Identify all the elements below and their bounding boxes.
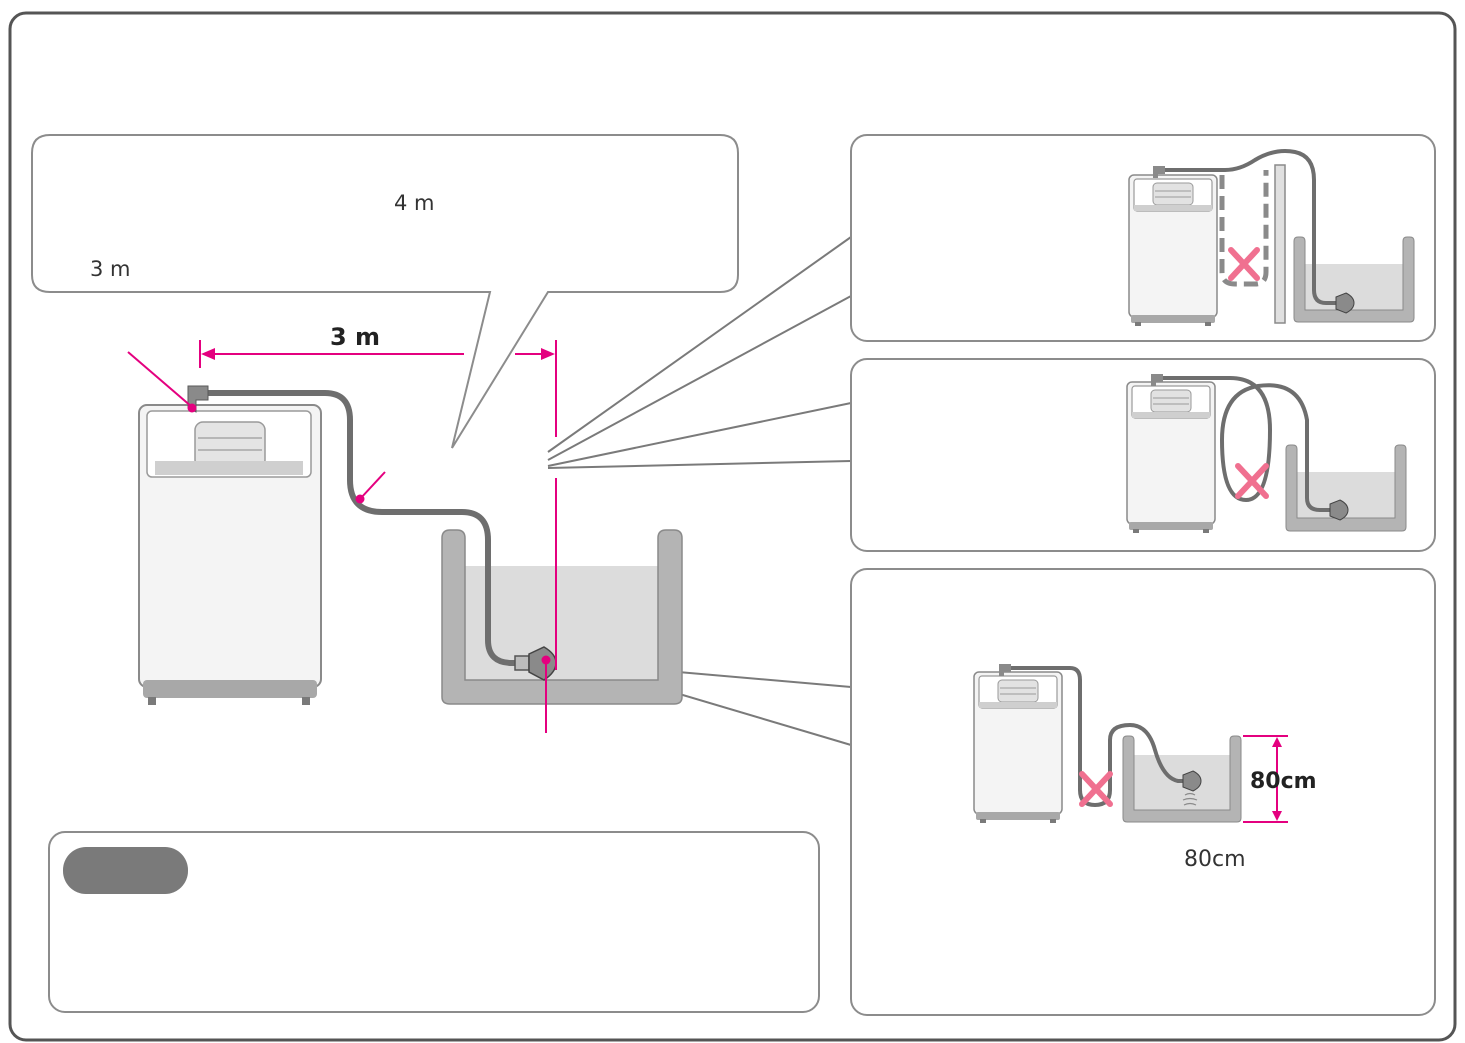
dimension-markers <box>127 340 557 733</box>
panel3-suction-ripple <box>1182 792 1198 806</box>
panel3-cross-icon <box>1079 771 1113 807</box>
height-dimension-arrowheads <box>1272 737 1282 821</box>
panel-looped-hose <box>850 358 1436 552</box>
panel1-washing-machine <box>1128 174 1218 327</box>
panel2-cross-icon <box>1235 463 1269 499</box>
panel1-hose <box>1156 149 1340 305</box>
main-hose <box>202 390 523 666</box>
panel1-cross-icon <box>1228 247 1260 281</box>
speech-bubble <box>31 134 739 449</box>
main-dimension-label: 3 m <box>330 323 380 351</box>
main-tub <box>441 529 683 705</box>
bubble-label-3m: 3 m <box>90 257 131 281</box>
panel3-pump <box>1182 770 1202 792</box>
panel-over-wall <box>850 134 1436 342</box>
height-dimension-marker <box>1243 735 1288 823</box>
height-label: 80cm <box>1250 769 1317 794</box>
bubble-label-4m: 4 m <box>394 191 435 215</box>
panel1-wall <box>1274 164 1286 324</box>
dimension-arrowheads <box>187 348 555 665</box>
width-label: 80cm <box>1184 847 1246 872</box>
panel3-hose <box>1002 666 1186 808</box>
main-illustration: 3 m <box>127 323 683 733</box>
pump-head <box>514 646 557 681</box>
panel2-pump <box>1329 499 1349 521</box>
main-washing-machine <box>138 404 322 705</box>
panel2-washing-machine <box>1126 381 1216 534</box>
panel2-hose <box>1154 376 1332 512</box>
note-box <box>48 831 820 1013</box>
panel3-washing-machine <box>973 671 1063 824</box>
panel-height-limit: 80cm 80cm <box>850 568 1436 1016</box>
note-pill <box>63 847 188 894</box>
panel1-dashed-hose <box>1219 170 1269 287</box>
panel1-pump <box>1335 292 1355 314</box>
outer-frame <box>8 11 1457 1042</box>
